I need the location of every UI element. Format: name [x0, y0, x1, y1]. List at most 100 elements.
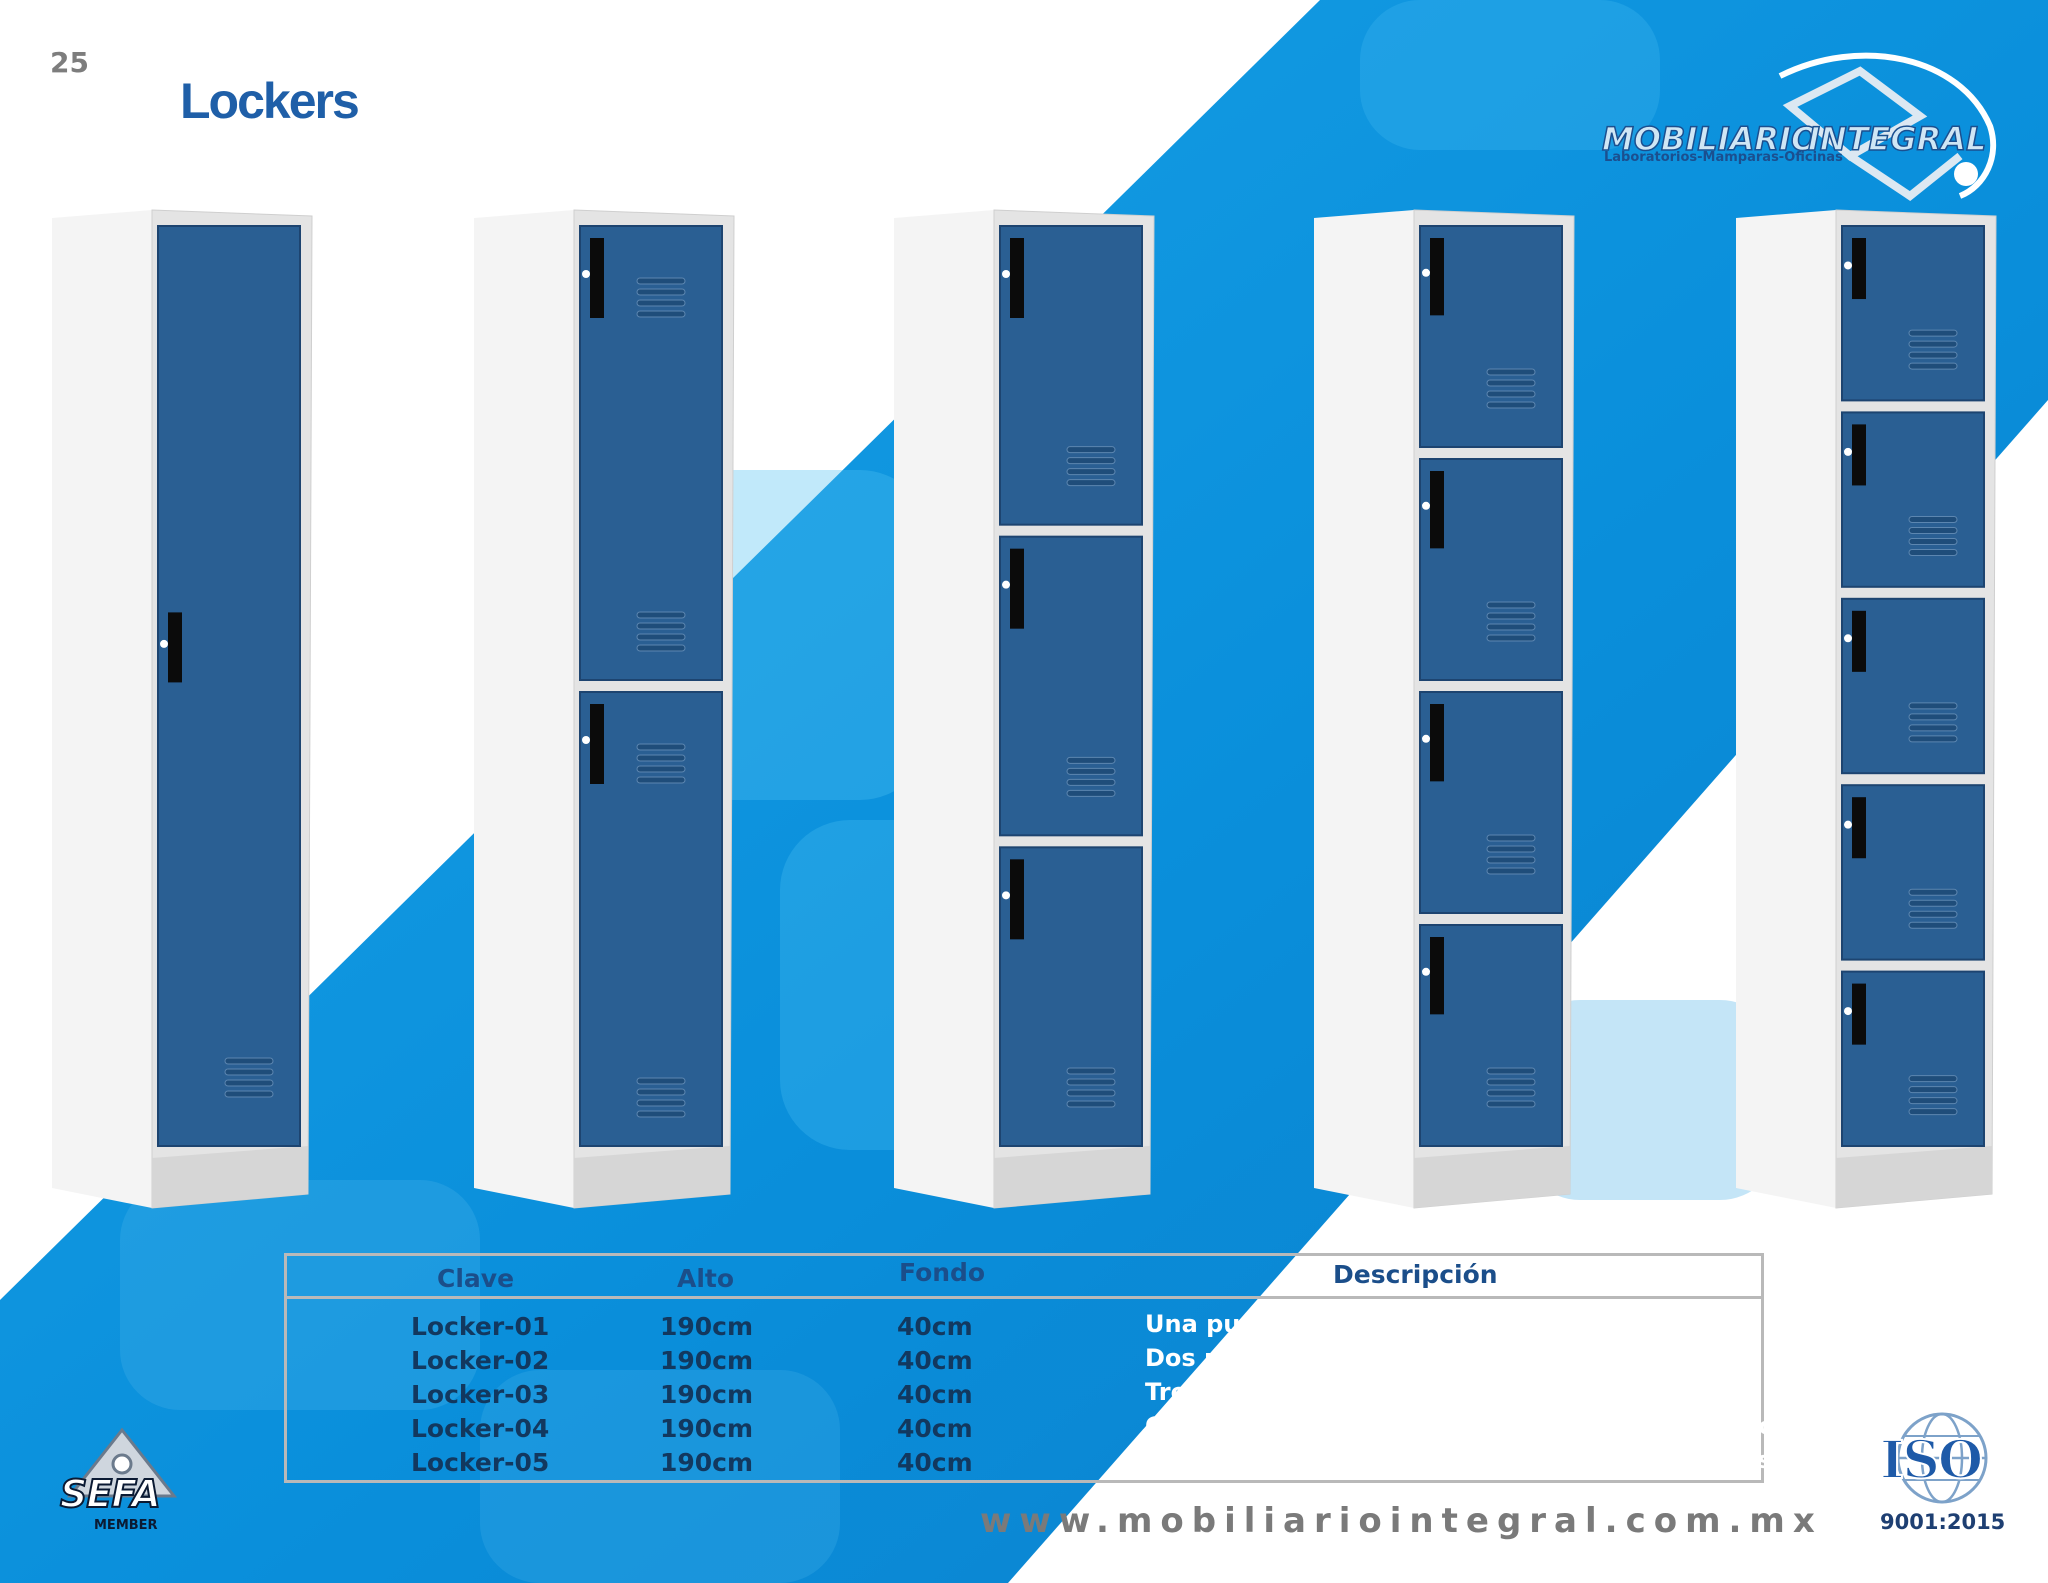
vent-slot	[1066, 756, 1116, 764]
cell-fondo: 40cm	[897, 1380, 973, 1409]
page-number: 25	[50, 46, 89, 79]
vent-slot	[1066, 1100, 1116, 1108]
lock-icon	[1002, 270, 1010, 278]
cell-clave: Locker-03	[411, 1380, 550, 1409]
vent-slot	[1908, 702, 1958, 710]
vent-slot	[636, 633, 686, 641]
vent-slot	[224, 1057, 274, 1065]
vent-slot	[636, 1099, 686, 1107]
cell-alto: 190cm	[660, 1414, 754, 1443]
locker-handle	[1852, 238, 1866, 300]
locker-handle	[1430, 238, 1444, 316]
lock-icon	[1422, 734, 1430, 743]
vent-slot	[636, 1110, 686, 1118]
vent-slot	[1066, 457, 1116, 465]
vent-slot	[1908, 910, 1958, 918]
logo-tagline: Laboratorios-Mamparas-Oficinas	[1604, 150, 1843, 165]
vent-slot	[1486, 867, 1536, 875]
globe-icon	[1896, 1412, 1988, 1504]
vent-slot	[1486, 845, 1536, 853]
vent-slot	[1908, 351, 1958, 359]
locker-base	[1836, 1146, 1992, 1208]
cell-fondo: 40cm	[897, 1312, 973, 1341]
cell-clave: Locker-02	[411, 1346, 550, 1375]
lock-icon	[1844, 634, 1852, 643]
locker-handle	[1010, 859, 1024, 940]
vent-slot	[1486, 1078, 1536, 1086]
vent-slot	[1066, 789, 1116, 797]
cell-descripcion: Cuatro puertas con cerradura o porta can…	[1145, 1412, 1790, 1440]
locker-handle	[1852, 797, 1866, 859]
vent-slot	[1066, 468, 1116, 476]
iso-badge: ISO 9001:2015	[1870, 1404, 2010, 1544]
locker-5	[1736, 209, 1997, 1209]
table-header-divider	[287, 1296, 1761, 1299]
vent-slot	[1486, 856, 1536, 864]
vent-slot	[1066, 767, 1116, 775]
vent-slot	[636, 299, 686, 307]
cell-clave: Locker-04	[411, 1414, 550, 1443]
locker-4	[1314, 209, 1575, 1209]
vent-slot	[636, 743, 686, 751]
cell-clave: Locker-05	[411, 1448, 550, 1477]
table-row: Locker-02 190cm 40cm Dos puertas con cer…	[287, 1344, 1761, 1380]
locker-side-panel	[52, 210, 152, 1208]
vent-slot	[1908, 735, 1958, 743]
locker-side-panel	[1736, 210, 1836, 1208]
locker-handle	[590, 238, 604, 318]
vent-slot	[1908, 713, 1958, 721]
cell-alto: 190cm	[660, 1380, 754, 1409]
logo-swoosh-icon	[1778, 52, 1997, 201]
lock-icon	[1844, 820, 1852, 829]
vent-slot	[224, 1090, 274, 1098]
vent-slot	[1486, 401, 1536, 409]
vent-slot	[1908, 1097, 1958, 1105]
locker-base	[152, 1146, 308, 1208]
vent-slot	[1066, 1067, 1116, 1075]
locker-handle	[1010, 548, 1024, 629]
table-row: Locker-03 190cm 40cm Tres puertas con ce…	[287, 1378, 1761, 1414]
cell-descripcion: Cinco puertas con cerradura o porta cand…	[1145, 1446, 1773, 1474]
page-title: Lockers	[180, 73, 360, 129]
vent-slot	[224, 1079, 274, 1087]
locker-side-panel	[1314, 210, 1414, 1208]
cell-descripcion: Una puerta con cerradura o porta candado…	[1145, 1310, 1737, 1338]
website-url: www.mobiliariointegral.com.mx	[980, 1501, 1823, 1541]
vent-slot	[1908, 362, 1958, 370]
locker-door	[1841, 784, 1985, 961]
cell-descripcion: Dos puertas con cerradura o porta candad…	[1145, 1344, 1750, 1372]
vent-slot	[224, 1068, 274, 1076]
vent-slot	[636, 288, 686, 296]
locker-door	[157, 225, 301, 1147]
vent-slot	[636, 310, 686, 318]
vent-slot	[1908, 340, 1958, 348]
cell-alto: 190cm	[660, 1448, 754, 1477]
vent-slot	[1908, 724, 1958, 732]
vent-slot	[636, 765, 686, 773]
cell-fondo: 40cm	[897, 1448, 973, 1477]
locker-base	[1414, 1146, 1570, 1208]
lock-icon	[1844, 261, 1852, 270]
cell-clave: Locker-01	[411, 1312, 550, 1341]
locker-2	[474, 209, 735, 1209]
vent-slot	[1908, 526, 1958, 534]
lock-icon	[1422, 501, 1430, 510]
lock-icon	[1422, 967, 1430, 976]
locker-handle	[1430, 471, 1444, 549]
vent-slot	[1066, 1089, 1116, 1097]
locker-handle	[1430, 704, 1444, 782]
locker-side-panel	[474, 210, 574, 1208]
locker-1	[52, 209, 313, 1209]
lock-icon	[1002, 891, 1010, 900]
vent-slot	[1066, 1078, 1116, 1086]
vent-slot	[636, 644, 686, 652]
vent-slot	[636, 1077, 686, 1085]
lock-icon	[1002, 580, 1010, 589]
vent-slot	[1908, 515, 1958, 523]
lock-icon	[1422, 268, 1430, 277]
vent-slot	[636, 277, 686, 285]
locker-handle	[168, 612, 182, 683]
cell-alto: 190cm	[660, 1346, 754, 1375]
lock-icon	[1844, 447, 1852, 456]
